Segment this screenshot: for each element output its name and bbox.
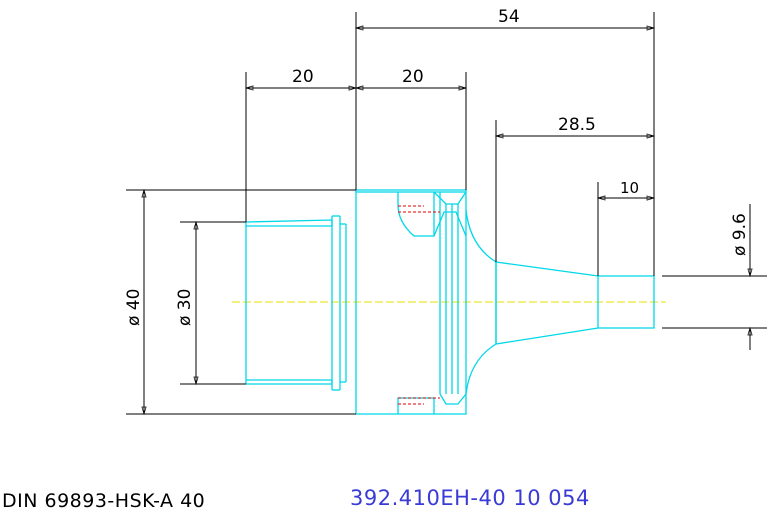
dim-54-label: 54 [498, 7, 520, 27]
dim-20-right-label: 20 [402, 67, 424, 87]
dim-dia9-6-label: ø 9.6 [730, 213, 750, 256]
dim-dia40-label: ø 40 [124, 289, 144, 326]
dim-dia30-label: ø 30 [175, 289, 195, 326]
part-number-label: 392.410EH-40 10 054 [350, 486, 590, 510]
dim-10-label: 10 [620, 179, 639, 197]
dim-20-left-label: 20 [292, 67, 314, 87]
hidden-lines [398, 205, 440, 405]
dim-28-5-label: 28.5 [558, 115, 596, 135]
standard-label: DIN 69893-HSK-A 40 [2, 490, 206, 512]
part-outline [245, 189, 655, 415]
dimension-lines [126, 12, 767, 416]
